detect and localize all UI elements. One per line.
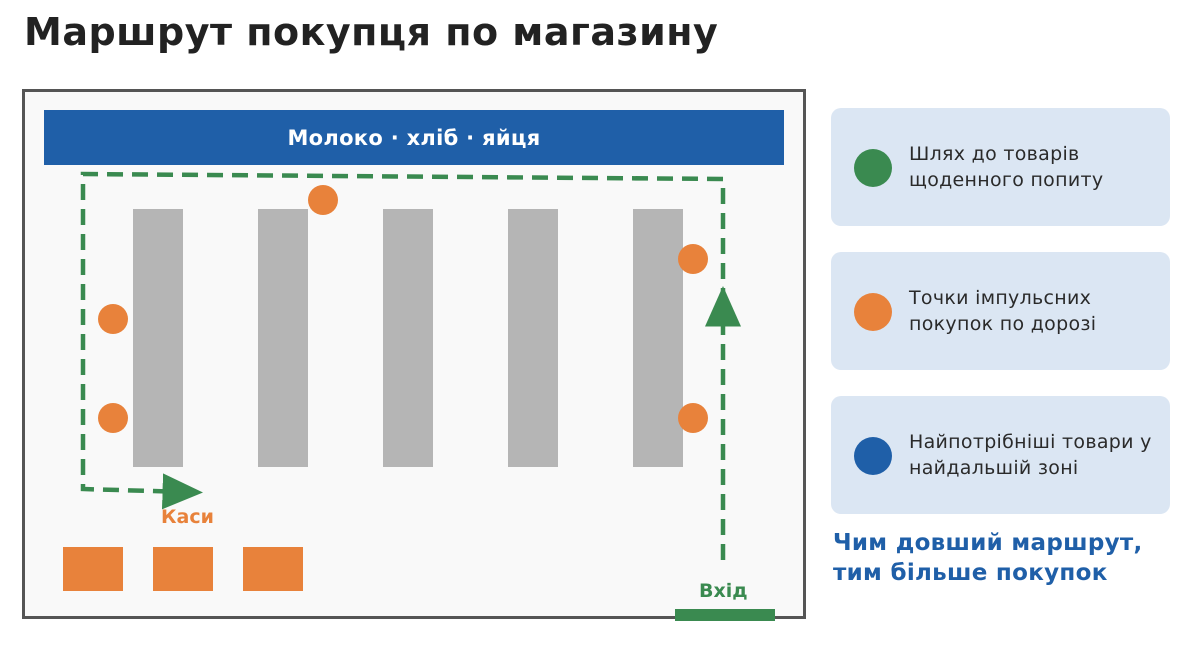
store-floor-plan: Молоко · хліб · яйця Каси Вхід: [22, 89, 806, 621]
daily-goods-zone-banner: Молоко · хліб · яйця: [44, 110, 784, 165]
legend-text: Точки імпульсних покупок по дорозі: [909, 287, 1097, 335]
checkout-counter: [243, 547, 303, 591]
legend-text: Шлях до товарів щоденного попиту: [909, 143, 1104, 191]
shelf: [258, 209, 308, 467]
shelf: [633, 209, 683, 467]
customer-route: [80, 171, 741, 560]
impulse-point: [98, 304, 128, 334]
impulse-point: [98, 403, 128, 433]
blue-dot-icon: [854, 437, 892, 475]
legend-card-route: Шлях до товарів щоденного попиту: [831, 108, 1170, 226]
shelf: [383, 209, 433, 467]
checkout-label: Каси: [161, 506, 214, 528]
green-dot-icon: [854, 149, 892, 187]
impulse-point: [308, 185, 338, 215]
page-title: Маршрут покупця по магазину: [24, 10, 719, 54]
route-path: [80, 171, 726, 510]
entrance-label: Вхід: [699, 580, 748, 602]
entrance-marker: [675, 609, 775, 621]
checkout-counter: [63, 547, 123, 591]
conclusion-text: Чим довший маршрут, тим більше покупок: [833, 530, 1143, 586]
impulse-point: [678, 244, 708, 274]
shelf: [133, 209, 183, 467]
impulse-point: [678, 403, 708, 433]
legend-text: Найпотрібніші товари у найдальшій зоні: [909, 431, 1152, 479]
shelf: [508, 209, 558, 467]
legend-card-far-zone: Найпотрібніші товари у найдальшій зоні: [831, 396, 1170, 514]
legend-card-impulse: Точки імпульсних покупок по дорозі: [831, 252, 1170, 370]
orange-dot-icon: [854, 293, 892, 331]
checkout-counter: [153, 547, 213, 591]
